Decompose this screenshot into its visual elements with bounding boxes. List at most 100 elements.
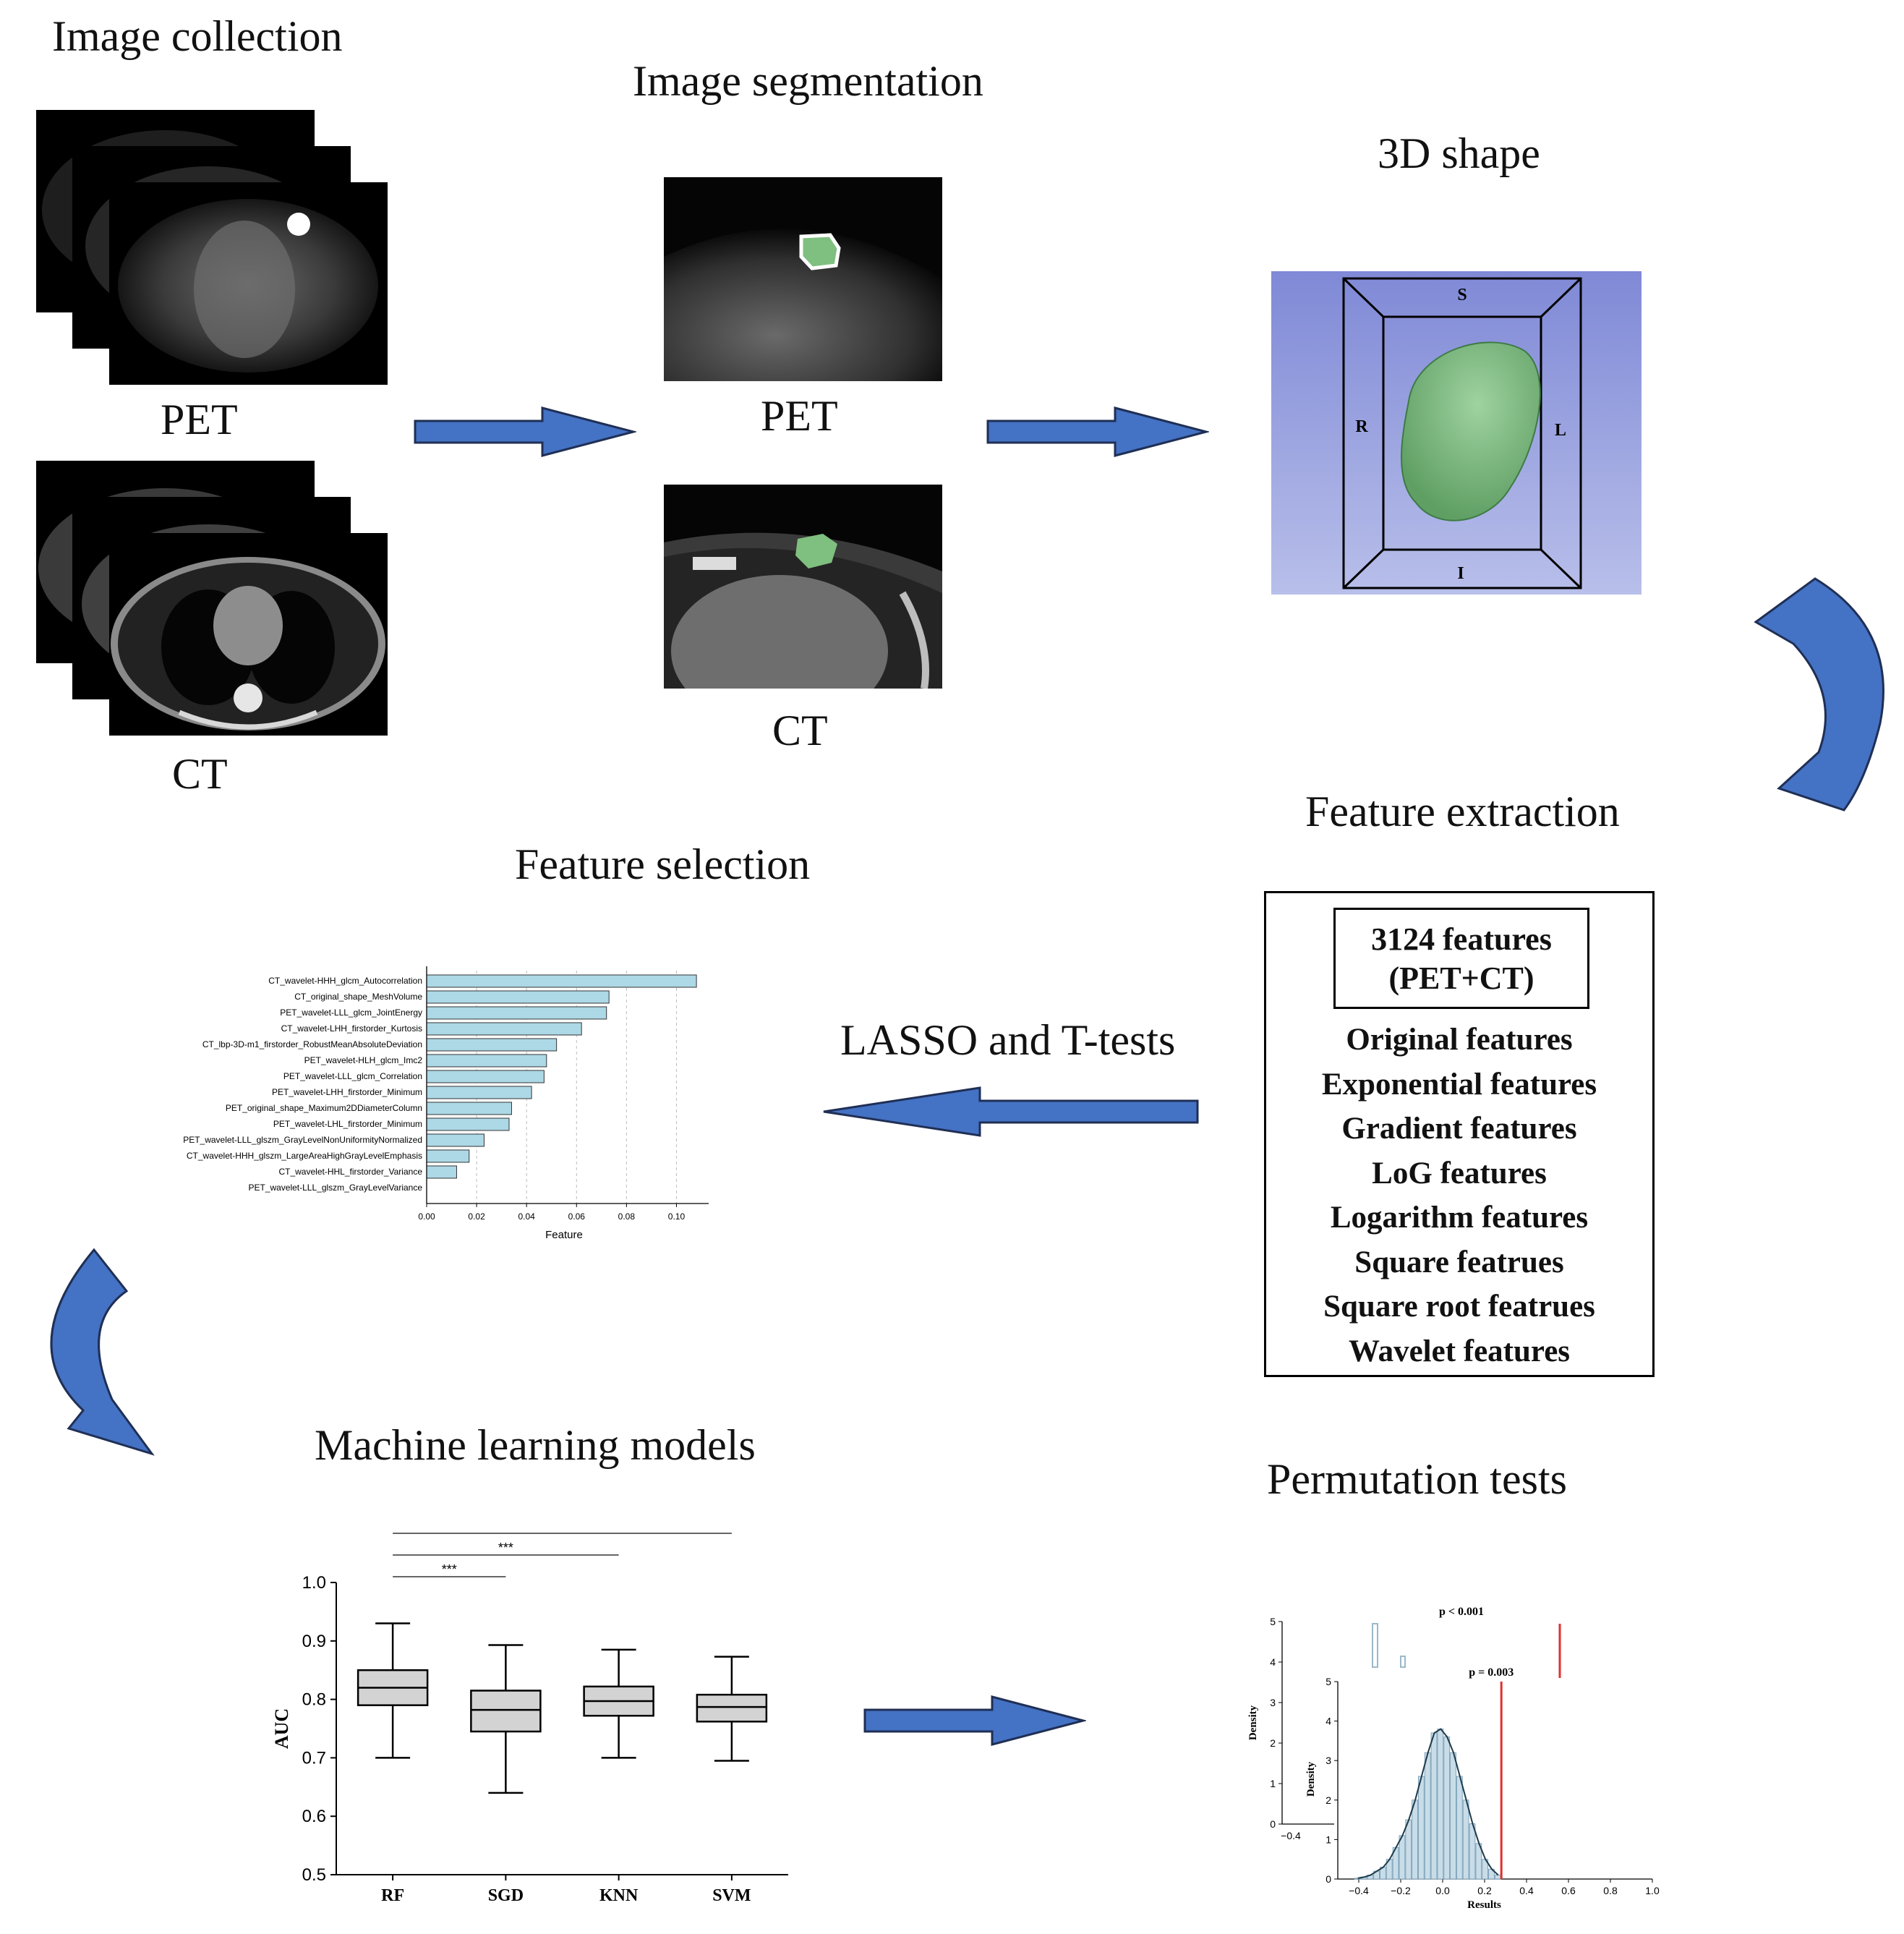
feature-type-item: Gradient features	[1341, 1112, 1577, 1146]
bar	[426, 1165, 457, 1179]
ct-image-stack	[36, 461, 388, 736]
bar	[426, 1022, 582, 1036]
category-label: PET_wavelet-LHH_firstorder_Minimum	[272, 1087, 422, 1097]
histogram-bar	[1417, 1776, 1425, 1880]
bar	[426, 1149, 470, 1163]
significance-label: ***	[555, 1526, 570, 1533]
segmentation-ct-label: CT	[772, 707, 828, 754]
x-tick-label: 0.00	[418, 1211, 435, 1222]
category-label: CT_lbp-3D-m1_firstorder_RobustMeanAbsolu…	[202, 1039, 422, 1049]
category-label: CT_original_shape_MeshVolume	[294, 992, 422, 1002]
y-tick-label: 0.9	[302, 1632, 326, 1651]
annotation-p-value: p = 0.003	[1469, 1666, 1514, 1679]
significance-label: ***	[442, 1562, 457, 1577]
box	[470, 1690, 542, 1733]
category-label: PET_wavelet-LLL_glszm_GrayLevelVariance	[248, 1183, 422, 1193]
x-tick-label: KNN	[599, 1886, 639, 1905]
histogram-bar	[1462, 1799, 1469, 1880]
feature-type-item: Square root featrues	[1323, 1290, 1595, 1324]
category-label: PET_wavelet-LLL_glcm_Correlation	[283, 1071, 422, 1081]
histogram-bar	[1399, 1835, 1406, 1880]
feature-type-item: Exponential features	[1321, 1067, 1597, 1102]
annotation-p-value: p < 0.001	[1439, 1606, 1484, 1618]
bar	[426, 1006, 607, 1020]
arrow-extraction-to-selection	[823, 1086, 1199, 1137]
collection-pet-label: PET	[161, 396, 238, 443]
orientation-i-label: I	[1457, 564, 1464, 583]
x-axis-label: Feature	[545, 1229, 583, 1241]
x-tick-label: SGD	[488, 1886, 524, 1905]
orientation-s-label: S	[1457, 286, 1467, 304]
category-label: PET_original_shape_Maximum2DDiameterColu…	[226, 1103, 422, 1113]
y-tick-label: 0	[1325, 1873, 1331, 1885]
pet-image-stack	[36, 110, 388, 385]
back-y-tick-label: 4	[1270, 1656, 1276, 1668]
category-label: CT_wavelet-LHH_firstorder_Kurtosis	[281, 1023, 422, 1034]
feature-sources: (PET+CT)	[1388, 960, 1534, 996]
back-y-tick-label: 1	[1270, 1778, 1276, 1789]
bar	[426, 974, 697, 988]
y-tick-label: 0.8	[302, 1690, 326, 1710]
title-ml-models: Machine learning models	[315, 1421, 756, 1469]
title-feature-extraction: Feature extraction	[1305, 788, 1620, 835]
back-y-tick-label: 5	[1270, 1616, 1276, 1627]
x-tick-label: 1.0	[1645, 1885, 1660, 1896]
bar	[426, 1086, 532, 1099]
category-label: CT_wavelet-HHH_glcm_Autocorrelation	[268, 976, 422, 986]
x-tick-label: 0.02	[468, 1211, 485, 1222]
back-bar	[1372, 1623, 1378, 1668]
feature-extraction-box: 3124 features (PET+CT) Original features…	[1264, 891, 1655, 1377]
back-y-tick-label: 2	[1270, 1737, 1276, 1749]
pet-segmentation-image	[664, 177, 942, 381]
x-tick-label: 0.10	[668, 1211, 686, 1222]
3d-shape-render: S R L I	[1271, 271, 1642, 595]
significance-label: ***	[498, 1541, 513, 1555]
x-tick-label: 0.6	[1561, 1885, 1576, 1896]
y-tick-label: 5	[1325, 1676, 1331, 1687]
feature-type-list: Original features Exponential features G…	[1266, 1018, 1652, 1373]
category-label: CT_wavelet-HHL_firstorder_Variance	[278, 1167, 422, 1177]
category-label: PET_wavelet-LLL_glszm_GrayLevelNonUnifor…	[183, 1135, 422, 1145]
bar	[426, 1038, 558, 1052]
x-tick-label: 0.8	[1603, 1885, 1618, 1896]
y-tick-label: 0.6	[302, 1807, 326, 1826]
histogram-bar	[1443, 1736, 1451, 1880]
histogram-bar	[1469, 1823, 1476, 1880]
feature-type-item: Wavelet features	[1348, 1334, 1571, 1368]
x-tick-label: 0.06	[568, 1211, 586, 1222]
feature-type-item: Square featrues	[1354, 1245, 1564, 1279]
histogram-bar	[1354, 1878, 1361, 1880]
arrow-ml-to-permutation	[863, 1695, 1086, 1746]
category-label: PET_wavelet-LLL_glcm_JointEnergy	[280, 1008, 422, 1018]
histogram-bar	[1405, 1819, 1412, 1880]
bar	[426, 1102, 512, 1115]
bar	[426, 1054, 547, 1068]
orientation-r-label: R	[1355, 417, 1368, 436]
category-label: PET_wavelet-HLH_glcm_Imc2	[304, 1055, 423, 1065]
y-axis-label: AUC	[271, 1708, 292, 1749]
y-tick-label: 2	[1325, 1794, 1331, 1806]
x-tick-label: 0.0	[1435, 1885, 1450, 1896]
curved-arrow-selection-to-ml	[50, 1248, 155, 1456]
feature-type-item: Original features	[1346, 1023, 1573, 1057]
feature-type-item: Logarithm features	[1330, 1201, 1589, 1235]
histogram-bar	[1456, 1776, 1463, 1880]
histogram-bar	[1412, 1799, 1418, 1880]
feature-summary-box: 3124 features (PET+CT)	[1333, 908, 1589, 1009]
category-label: PET_wavelet-LHL_firstorder_Minimum	[273, 1119, 422, 1129]
y-tick-label: 4	[1325, 1716, 1331, 1727]
bar	[426, 1117, 510, 1131]
bar	[426, 990, 610, 1004]
back-y-tick-label: 3	[1270, 1697, 1276, 1708]
x-tick-label: 0.08	[618, 1211, 636, 1222]
title-3d-shape: 3D shape	[1378, 129, 1540, 177]
bar	[426, 1133, 484, 1147]
ct-segmentation-image	[664, 485, 942, 689]
title-permutation-tests: Permutation tests	[1267, 1455, 1567, 1503]
y-tick-label: 0.5	[302, 1865, 326, 1885]
histogram-bar	[1450, 1752, 1456, 1880]
arrow-segmentation-to-3d	[986, 406, 1209, 457]
histogram-bar	[1424, 1752, 1431, 1880]
